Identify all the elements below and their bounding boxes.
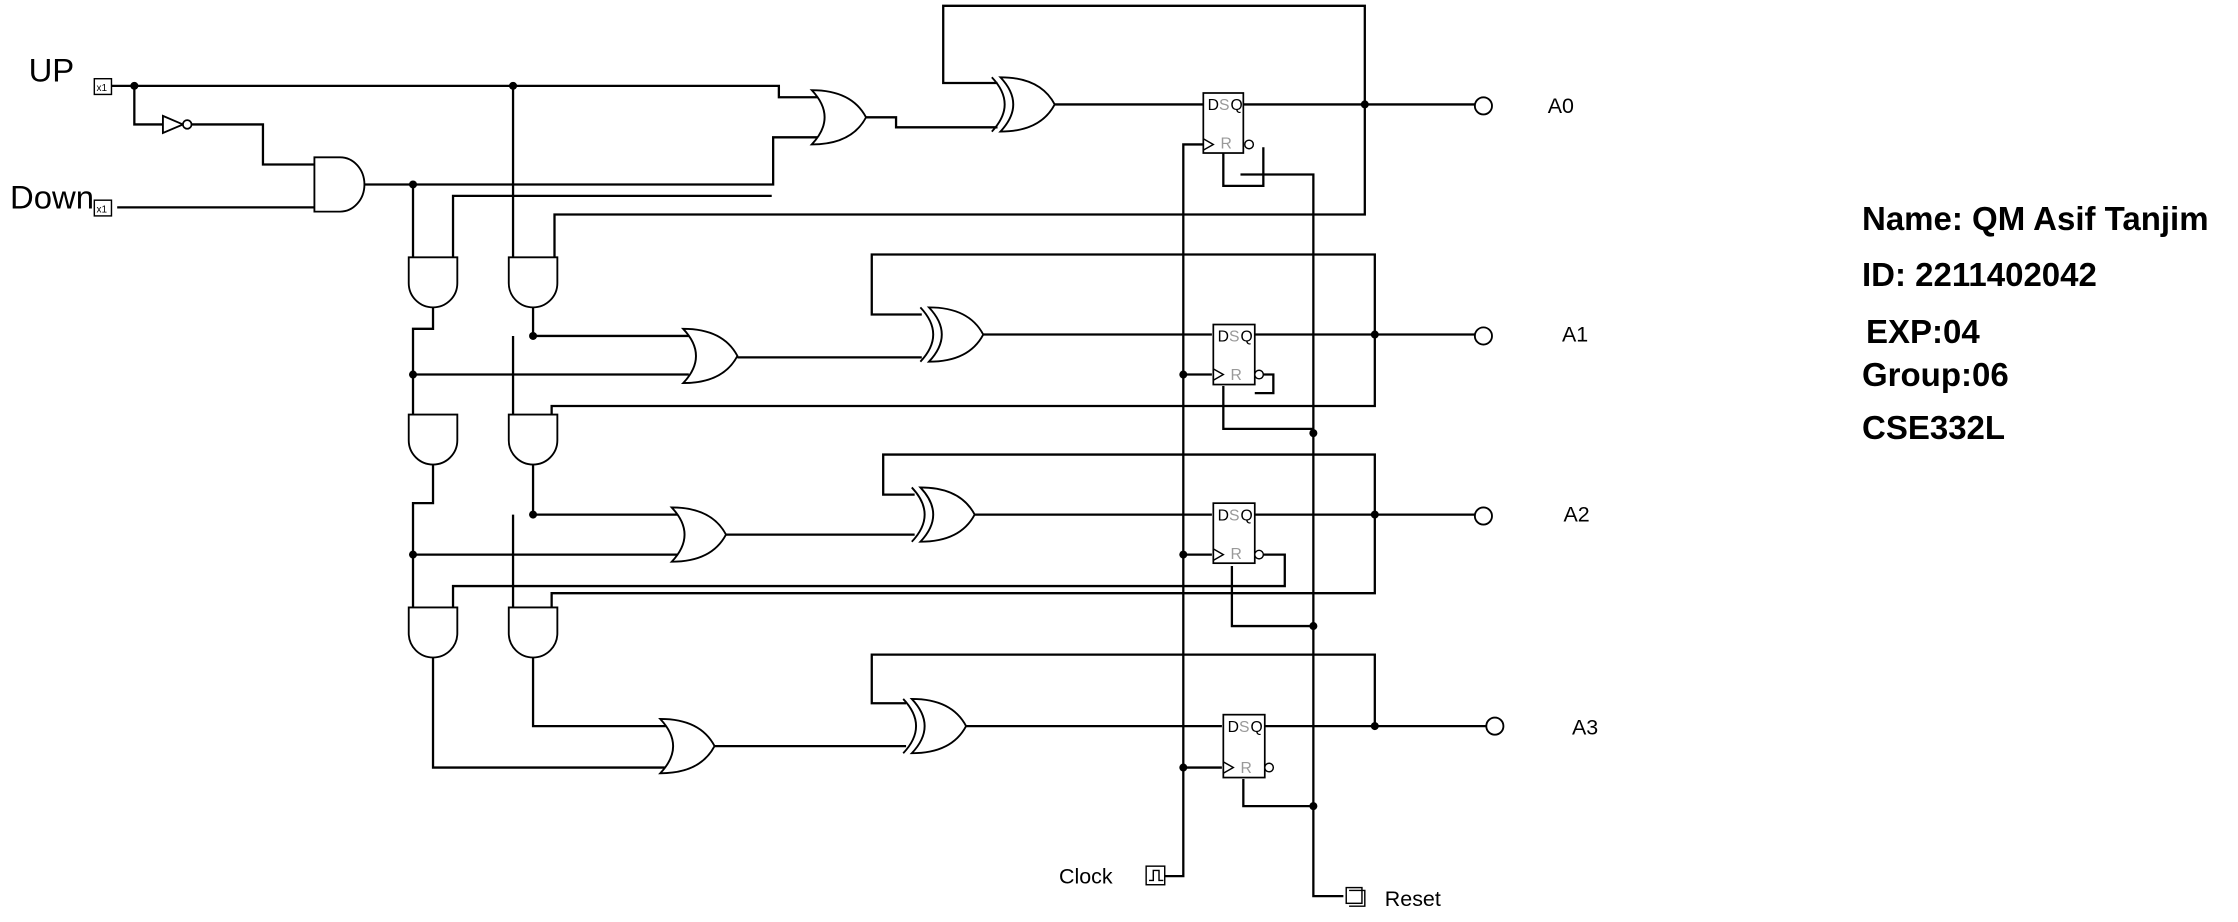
group-number: Group:06 bbox=[1862, 356, 2009, 393]
course-code: CSE332L bbox=[1862, 409, 2006, 446]
xor-gate-0 bbox=[990, 76, 1056, 133]
and-gate-down-3 bbox=[407, 606, 459, 659]
svg-text:D: D bbox=[1228, 719, 1239, 736]
svg-text:R: R bbox=[1230, 367, 1241, 384]
output-a3: A3 bbox=[1485, 716, 1598, 740]
flipflop-1: D S Q R bbox=[1212, 323, 1265, 386]
svg-text:Q: Q bbox=[1250, 719, 1262, 736]
svg-text:A1: A1 bbox=[1562, 323, 1588, 347]
svg-text:Q: Q bbox=[1240, 329, 1252, 346]
wire-junctions bbox=[130, 81, 1379, 811]
svg-text:R: R bbox=[1220, 136, 1231, 153]
and-gate-down-2 bbox=[407, 413, 459, 466]
and-gate-up-3 bbox=[507, 606, 559, 659]
svg-text:A2: A2 bbox=[1563, 503, 1589, 527]
flipflop-2: D S Q R bbox=[1212, 502, 1265, 565]
up-input-pin[interactable]: x1 bbox=[93, 77, 113, 96]
experiment-number: EXP:04 bbox=[1866, 313, 1980, 350]
or-gate-1 bbox=[682, 327, 739, 385]
xor-gate-1 bbox=[919, 306, 985, 363]
and-gate-up-2 bbox=[507, 413, 559, 466]
student-id: ID: 2211402042 bbox=[1862, 256, 2097, 293]
svg-text:Q: Q bbox=[1240, 507, 1252, 524]
svg-text:S: S bbox=[1219, 97, 1229, 114]
and-gate-direction bbox=[313, 156, 366, 213]
svg-text:S: S bbox=[1229, 507, 1239, 524]
and-gate-down-1 bbox=[407, 256, 459, 309]
or-gate-3 bbox=[659, 718, 716, 775]
output-a0: A0 bbox=[1473, 94, 1574, 118]
svg-text:S: S bbox=[1239, 719, 1249, 736]
svg-text:R: R bbox=[1230, 546, 1241, 563]
svg-text:x1: x1 bbox=[96, 204, 107, 215]
xor-gate-2 bbox=[910, 486, 976, 543]
not-gate bbox=[161, 114, 193, 135]
svg-text:D: D bbox=[1208, 97, 1219, 114]
wires bbox=[111, 4, 1487, 898]
output-a1: A1 bbox=[1473, 323, 1588, 347]
xor-gate-3 bbox=[902, 698, 968, 755]
and-gate-up-1 bbox=[507, 256, 559, 309]
svg-text:D: D bbox=[1218, 507, 1229, 524]
svg-text:D: D bbox=[1218, 329, 1229, 346]
output-a2: A2 bbox=[1473, 503, 1590, 527]
svg-text:S: S bbox=[1229, 329, 1239, 346]
down-input-label: Down bbox=[10, 179, 94, 216]
clock-label: Clock bbox=[1059, 864, 1113, 888]
student-name: Name: QM Asif Tanjim bbox=[1862, 200, 2209, 237]
svg-text:A3: A3 bbox=[1572, 716, 1598, 740]
or-gate-0 bbox=[810, 89, 867, 146]
svg-text:x1: x1 bbox=[96, 83, 107, 94]
reset-label: Reset bbox=[1385, 887, 1441, 911]
svg-text:R: R bbox=[1240, 760, 1251, 777]
svg-text:A0: A0 bbox=[1548, 94, 1574, 118]
svg-text:Q: Q bbox=[1230, 97, 1242, 114]
flipflop-3: D S Q R bbox=[1222, 713, 1275, 779]
flipflop-0: D S Q R bbox=[1202, 92, 1255, 154]
clock-input-pin[interactable] bbox=[1145, 865, 1166, 886]
down-input-pin[interactable]: x1 bbox=[93, 199, 113, 217]
up-input-label: UP bbox=[29, 52, 75, 89]
or-gate-2 bbox=[670, 506, 727, 563]
reset-input-pin[interactable] bbox=[1345, 886, 1366, 907]
